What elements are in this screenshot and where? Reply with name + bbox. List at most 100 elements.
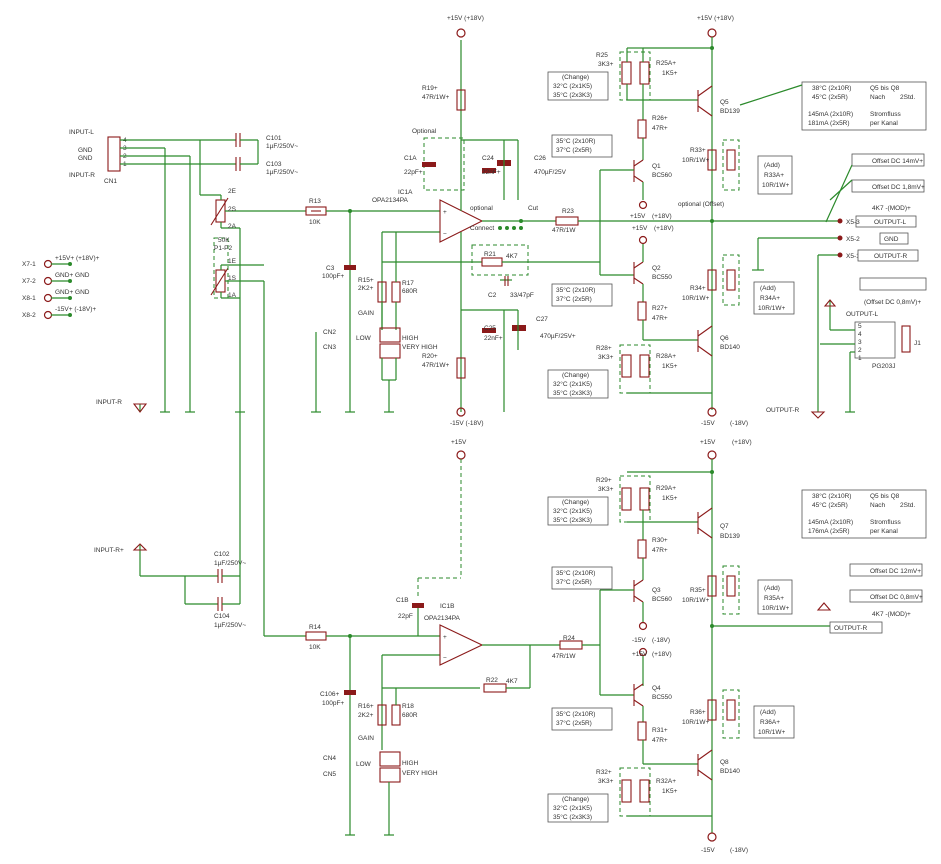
lower-input-stage: INPUT-R+ C102 1µF/250V~ C104 1µF/250V~ R… — [94, 412, 440, 836]
rails-m15-label: -15V — [632, 637, 646, 644]
caps-in-c102-label: C102 — [214, 551, 230, 558]
caps-in-c101v-label: 1µF/250V~ — [266, 143, 298, 150]
output-upper-change1-1-label: 32°C (2x1K5) — [553, 82, 592, 90]
pot-p2a-label: 2A — [228, 223, 237, 230]
output-lower-r36-label: R36+ — [690, 709, 706, 716]
output-lower-offset2-label: Offset DC 0,8mV+ — [870, 594, 923, 601]
output-upper-x51-label: X5-1 — [846, 253, 860, 260]
output-lower-r29-label: R29+ — [596, 477, 612, 484]
output-upper-outr-label: OUTPUT-R — [874, 253, 908, 260]
output-upper-offset2-label: Offset DC 1,8mV+ — [872, 184, 925, 191]
lower-c1b-label: C1B — [396, 597, 409, 604]
rails-m15-label: -15V — [701, 847, 715, 854]
upper-r20v-label: 47R/1W+ — [422, 362, 449, 369]
output-upper-q2note-1-label: 37°C (2x5R) — [556, 295, 592, 303]
upper-r19-label: R19+ — [422, 85, 438, 92]
rails-p15-label: +15V — [630, 213, 646, 220]
inputs-input-r2-label: INPUT-R — [96, 399, 122, 406]
upper-optional-label: Optional — [412, 128, 437, 135]
upper-c24-label: C24 — [482, 155, 494, 162]
pot-p1s-label: 1S — [228, 275, 237, 282]
output-lower-r32v-label: 3K3+ — [598, 778, 614, 785]
output-upper-q5cur2-1-label: per Kanal — [870, 120, 898, 127]
upper-input-stage: R13 10K C3 100pF+ CN2 CN3 — [300, 198, 440, 413]
output-upper-r33av-label: 10R/1W+ — [762, 182, 789, 189]
lower-gain-label: GAIN — [358, 735, 374, 742]
output-upper-q5note2-0-label: Q5 bis Q8 — [870, 85, 900, 92]
output-upper-j1-label: J1 — [914, 340, 921, 347]
terminals-3-id-label: X8-2 — [22, 312, 36, 319]
output-upper-q2-label: Q2 — [652, 265, 661, 272]
output-upper-q1note-0-label: 35°C (2x10R) — [556, 137, 595, 145]
lower-r18-label: R18 — [402, 703, 414, 710]
upper-connect-label: Connect — [470, 225, 494, 232]
upper-ic1a-label: IC1A — [398, 189, 413, 196]
output-lower-change1-0-label: (Change) — [562, 499, 589, 506]
upper-c24v-label: 22nF+ — [482, 169, 501, 176]
upper-opamp-ic1a: + − IC1A OPA2134PA +15V (+18V) -15V (-18… — [372, 15, 518, 427]
output-upper-r26v-label: 47R+ — [652, 125, 668, 132]
output-upper-r28-label: R28+ — [596, 345, 612, 352]
rails-m18-label: (-18V) — [652, 637, 670, 644]
lower-gain-network: R16+ 2K2+ R18 680R GAIN LOW HIGH VERY HI… — [356, 654, 480, 836]
lower-vhigh-label: VERY HIGH — [402, 770, 438, 777]
output-upper-jpins-3-label: 2 — [858, 347, 862, 354]
output-upper-q5cur-1-label: 181mA (2x5R) — [808, 120, 850, 127]
output-upper-r25-label: R25 — [596, 52, 608, 59]
output-lower-offset1-label: Offset DC 12mV+ — [870, 568, 921, 575]
rails-p15-18-label: +15V (+18V) — [697, 15, 734, 22]
output-upper-optnote-label: optional (Offset) — [678, 201, 724, 208]
output-lower-q7cur2-1-label: per Kanal — [870, 528, 898, 535]
lower-r16-label: R16+ — [358, 703, 374, 710]
lower-r24-label: R24 — [563, 635, 575, 642]
output-upper-change1-2-label: 35°C (2x3K3) — [553, 91, 592, 99]
lower-ic1b-label: IC1B — [440, 603, 454, 610]
inputs-cn1-label: CN1 — [104, 178, 117, 185]
output-lower-q7cur2-0-label: Stromfluss — [870, 519, 901, 526]
output-upper-change2-2-label: 35°C (2x3K3) — [553, 389, 592, 397]
output-lower-r30-label: R30+ — [652, 537, 668, 544]
lower-r16v-label: 2K2+ — [358, 712, 374, 719]
output-upper-r27-label: R27+ — [652, 305, 668, 312]
output-lower-r31v-label: 47R+ — [652, 737, 668, 744]
output-lower-change2-1-label: 32°C (2x1K5) — [553, 804, 592, 812]
upper-r15v-label: 2K2+ — [358, 285, 374, 292]
upper-r13-label: R13 — [309, 198, 321, 205]
output-lower-r29v-label: 3K3+ — [598, 486, 614, 493]
upper-r23-label: R23 — [562, 208, 574, 215]
output-upper-q5cur-0-label: 145mA (2x10R) — [808, 111, 853, 118]
upper-cut-label: Cut — [528, 205, 538, 212]
lower-low-label: LOW — [356, 761, 372, 768]
inputs-input-r3-label: INPUT-R+ — [94, 547, 124, 554]
output-lower-q8v-label: BD140 — [720, 768, 740, 775]
output-upper-r25a-label: R25A+ — [656, 60, 676, 67]
upper-c26v-label: 470µF/25V — [534, 169, 567, 176]
output-lower-r35a-label: R35A+ — [764, 595, 784, 602]
lower-high-label: HIGH — [402, 760, 419, 767]
upper-c2v-label: 33/47pF — [510, 292, 534, 299]
output-upper-jpins-2-label: 3 — [858, 339, 862, 346]
terminals-0-id-label: X7-1 — [22, 261, 36, 268]
upper-r17v-label: 680R — [402, 288, 418, 295]
lower-r22v-label: 4K7 — [506, 678, 518, 685]
output-upper-outr2-label: OUTPUT-R — [766, 407, 800, 414]
upper-gain-network: R15+ 2K2+ R17 680R GAIN LOW HIGH VERY HI… — [356, 231, 440, 413]
pot-name-label: 50K — [218, 237, 230, 244]
input-connector-cn1: CN1 INPUT-L GND GND INPUT-R 4 3 2 1 — [69, 129, 200, 412]
output-upper-change1-0-label: (Change) — [562, 74, 589, 81]
output-lower-change2-2-label: 35°C (2x3K3) — [553, 813, 592, 821]
output-upper-r25v-label: 3K3+ — [598, 61, 614, 68]
output-upper-r34av-label: 10R/1W+ — [758, 305, 785, 312]
output-lower-q8-label: Q8 — [720, 759, 729, 766]
output-upper-q5v-label: BD139 — [720, 108, 740, 115]
rails-p18-label: (+18V) — [652, 651, 672, 658]
rails-p18-label: (+18V) — [654, 225, 674, 232]
lower-r18v-label: 680R — [402, 712, 418, 719]
output-upper-r28av-label: 1K5+ — [662, 363, 678, 370]
output-lower-q7note-0-label: 38°C (2x10R) — [812, 492, 851, 500]
pot-sub-label: P1-P2 — [214, 245, 232, 252]
output-upper-q5note-1-label: 45°C (2x5R) — [812, 93, 848, 101]
output-lower-q3note-1-label: 37°C (2x5R) — [556, 578, 592, 586]
caps-in-c103v-label: 1µF/250V~ — [266, 169, 298, 176]
